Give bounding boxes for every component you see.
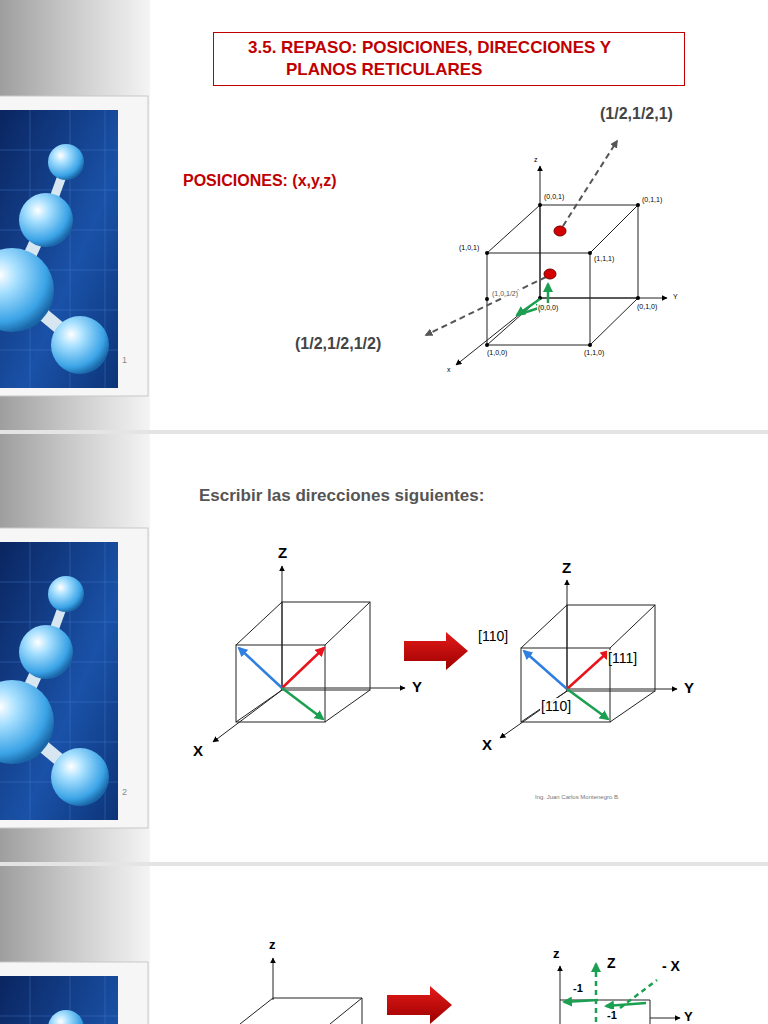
slide-number: 1 [122,355,127,365]
coordinate-label: (1,1,1) [593,255,615,263]
direction-index: [111] [607,650,638,666]
vector-component: -1 [572,982,584,995]
z-axis [540,166,541,298]
molecule-picture [0,96,148,396]
position-label: (1/2,1/2,1) [600,105,673,123]
section-heading: POSICIONES: (x,y,z) [183,172,337,190]
coordinate-label: (1,0,1) [458,244,480,252]
position-label: (1/2,1/2,1/2) [295,335,381,353]
axis-label: - X [662,958,680,974]
cube-front-face [487,253,590,345]
y-axis [567,689,677,690]
unit-cube [456,166,667,365]
y-axis [650,1018,680,1019]
direction-index: [110] [540,698,572,714]
exercise-heading: Escribir las direcciones siguientes: [199,486,484,506]
direction-vectors [524,651,609,719]
coordinate-label: (0,0,1) [543,193,565,201]
cube-edge [487,298,540,345]
direction-vectors [239,648,324,719]
z-axis [567,580,568,691]
coordinate-label: (0,1,1) [641,196,663,204]
slide-gap [0,862,768,866]
axis-label: Z [607,955,616,971]
molecule-picture [0,962,148,1024]
title-text: 3.5. REPASO: POSICIONES, DIRECCIONES Y P… [286,37,674,81]
z-axis [273,958,274,1000]
molecule-picture [0,528,148,828]
corner-dots [485,203,640,347]
cube-edge [590,298,638,345]
vector-component: -1 [606,1009,618,1022]
slide-gap [0,430,768,434]
unit-cube [213,566,405,742]
z-axis [560,966,561,1000]
axis-label: Y [684,1010,693,1024]
author-note: Ing. Juan Carlos Montenegro B. [535,794,620,801]
block-arrow [387,986,452,1024]
unit-cube [560,966,680,1024]
unit-cube [240,958,362,1024]
axis-label: z [553,947,560,962]
axis-label: Y [412,678,422,695]
position-dot [554,226,566,236]
axis-label: Y [684,679,694,696]
cube-back-face [540,205,638,298]
y-axis [282,688,405,689]
z-axis [282,566,283,690]
direction-index: [110] [477,628,509,644]
coordinate-label: (1,1,0) [583,349,605,357]
block-arrow [404,632,468,670]
y-axis [540,298,667,299]
dashed-pointer [426,277,546,335]
green-vectors [564,964,657,1022]
dashed-pointer [563,141,617,226]
coordinate-label: (1,0,1/2) [491,290,519,298]
title-box: 3.5. REPASO: POSICIONES, DIRECCIONES Y P… [213,32,685,86]
axis-label: x [446,366,452,374]
coordinate-label: (1,0,0) [486,349,508,357]
slide-number: 2 [122,787,127,797]
cube-back-face [282,602,370,690]
axis-label: z [269,938,276,953]
cube-edge [487,205,540,253]
axis-label: Y [672,293,679,301]
unit-cube [500,580,677,738]
axis-label: X [193,742,203,759]
coordinate-label: (0,1,0) [636,303,658,311]
cube-front-face [521,648,610,722]
cube-front-face [236,645,325,722]
cube-edge [590,205,638,253]
axis-label: X [482,736,492,753]
coordinate-label: (0,0,0) [537,304,559,312]
axis-label: Z [278,544,287,561]
axis-label: z [533,156,539,164]
axis-label: Z [562,559,571,576]
x-axis [456,298,540,365]
position-dot [544,269,556,279]
x-axis [213,690,282,742]
